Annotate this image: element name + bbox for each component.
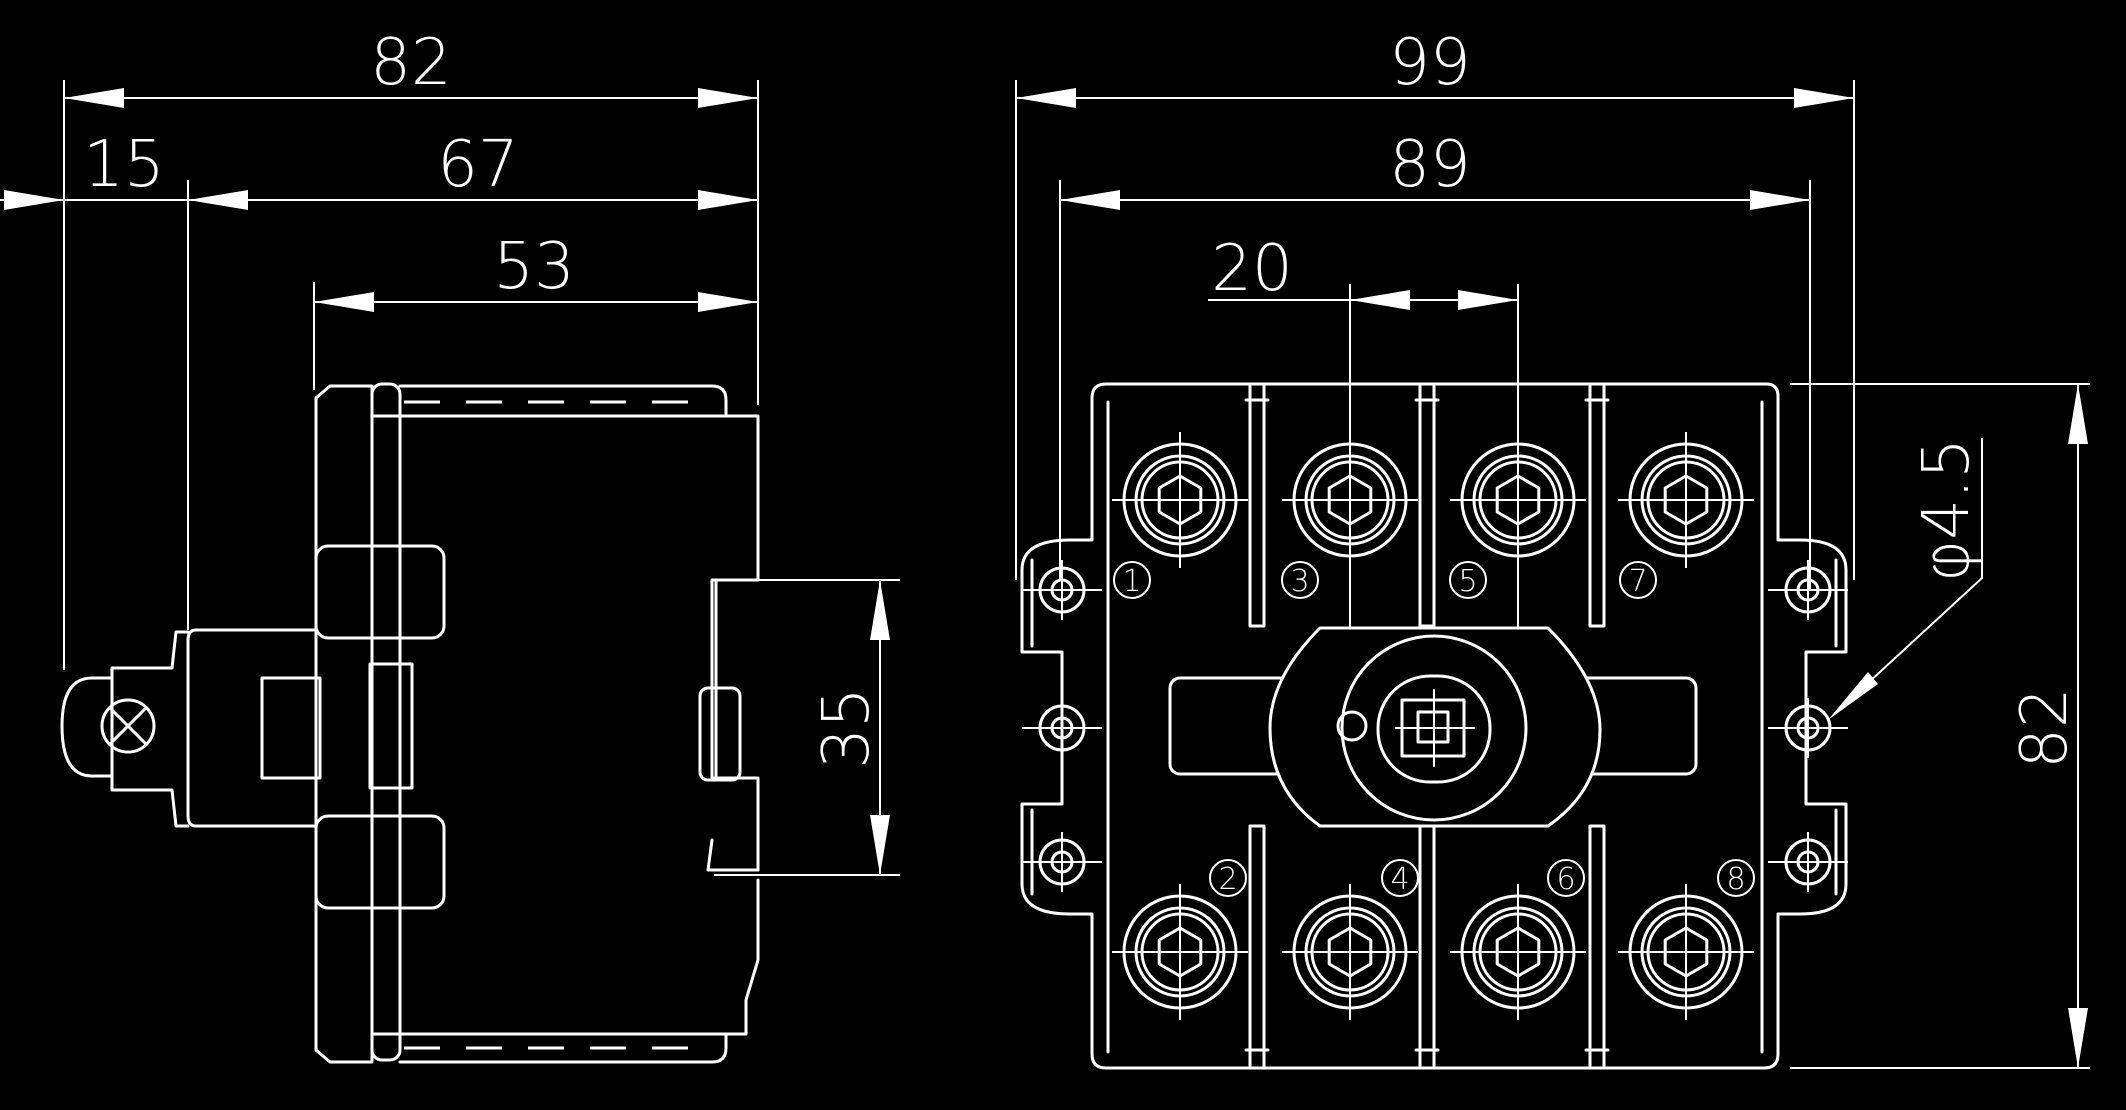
terminal-number-label: 5 (1458, 564, 1477, 599)
dim-53-label: 53 (493, 230, 574, 304)
dim-15: 15 (0, 128, 165, 210)
side-handle (60, 628, 318, 828)
terminal-screw (1450, 432, 1586, 568)
dim-15-label: 15 (83, 128, 164, 202)
dim-67-label: 67 (437, 128, 518, 202)
terminal-number: 4 (1381, 859, 1419, 897)
dim-89: 89 (1060, 128, 1810, 210)
dim-82-side: 82 (64, 26, 758, 108)
terminal-screw (1282, 432, 1418, 568)
dim-53: 53 (314, 230, 758, 312)
dim-35-label: 35 (810, 687, 884, 768)
din-clip (698, 686, 760, 872)
terminal-number: 6 (1547, 859, 1585, 897)
side-view: 82 15 67 53 35 (0, 26, 900, 1064)
terminal-numbers: 1 3 5 7 2 4 6 8 (1113, 561, 1755, 897)
dim-35: 35 (810, 580, 890, 875)
terminal-number-label: 7 (1628, 564, 1647, 599)
side-body (314, 382, 760, 1064)
dim-82-front: 82 (2008, 384, 2088, 1068)
side-tabs (260, 544, 446, 910)
dim-20-label: 20 (1211, 232, 1292, 306)
front-view: 99 89 20 82 φ4.5 (1015, 26, 2090, 1070)
dim-99-label: 99 (1389, 26, 1470, 100)
dim-67: 67 (64, 128, 758, 210)
terminal-number: 7 (1619, 561, 1657, 599)
terminal-number: 1 (1113, 561, 1151, 599)
dim-82-label: 82 (370, 26, 451, 100)
dim-20: 20 (1208, 232, 1518, 310)
terminal-number-label: 1 (1122, 564, 1141, 599)
side-extension-lines (63, 80, 900, 876)
terminal-screw (1618, 432, 1754, 568)
terminal-number-label: 8 (1726, 862, 1745, 897)
terminal-number: 8 (1717, 859, 1755, 897)
rotary-handle (1168, 626, 1698, 828)
terminal-screw (1112, 432, 1248, 568)
terminal-screw (1112, 884, 1248, 1020)
partitions (1244, 384, 1610, 1068)
terminal-number: 2 (1209, 859, 1247, 897)
front-housing (1020, 382, 1848, 1070)
terminal-number-label: 3 (1290, 564, 1309, 599)
hole-centerlines (1022, 560, 1848, 892)
side-dashes (404, 400, 704, 1050)
dim-hole-dia: φ4.5 (1828, 438, 1984, 720)
terminal-number-label: 2 (1218, 862, 1237, 897)
dim-89-label: 89 (1389, 128, 1470, 202)
terminal-screws (1112, 432, 1754, 1020)
terminal-number-label: 4 (1390, 862, 1409, 897)
dim-hole-dia-label: φ4.5 (1910, 438, 1984, 582)
dim-99: 99 (1016, 26, 1854, 108)
terminal-screw (1450, 884, 1586, 1020)
terminal-screw (1282, 884, 1418, 1020)
terminal-number: 3 (1281, 561, 1319, 599)
terminal-screw (1618, 884, 1754, 1020)
dim-82-front-label: 82 (2008, 687, 2082, 768)
terminal-number-label: 6 (1556, 862, 1575, 897)
terminal-number: 5 (1449, 561, 1487, 599)
